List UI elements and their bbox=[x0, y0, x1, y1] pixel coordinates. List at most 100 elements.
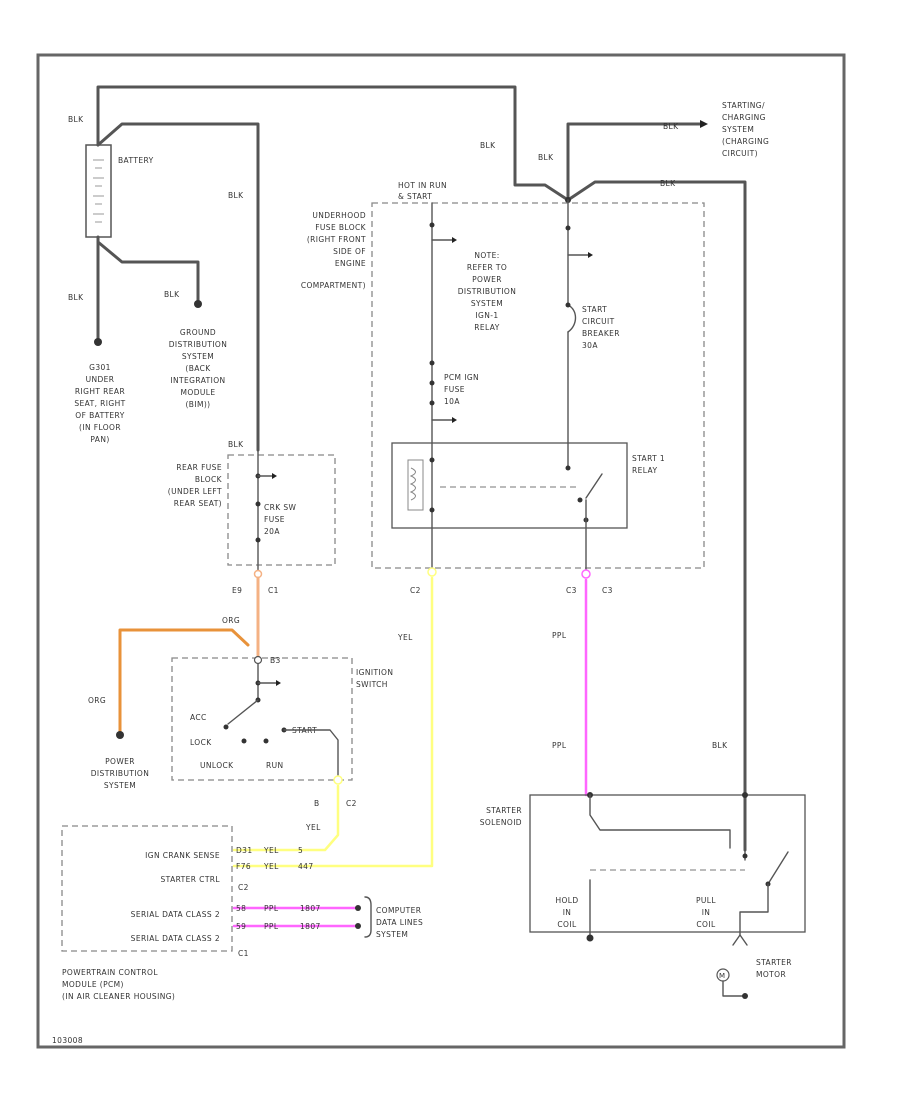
svg-text:DISTRIBUTION: DISTRIBUTION bbox=[169, 340, 228, 349]
svg-text:RIGHT REAR: RIGHT REAR bbox=[75, 387, 125, 396]
ignition-lock-label: LOCK bbox=[190, 738, 212, 747]
svg-text:MODULE: MODULE bbox=[181, 388, 216, 397]
starting-charging-text: STARTING/ CHARGING SYSTEM (CHARGING CIRC… bbox=[722, 101, 769, 158]
starter-motor-lead bbox=[732, 934, 748, 946]
solenoid-feed-wire bbox=[566, 180, 747, 852]
ignition-unlock-label: UNLOCK bbox=[200, 761, 234, 770]
svg-text:PPL: PPL bbox=[264, 922, 279, 931]
svg-text:FUSE: FUSE bbox=[264, 515, 285, 524]
ignition-acc-label: ACC bbox=[190, 713, 207, 722]
svg-text:SYSTEM: SYSTEM bbox=[104, 781, 136, 790]
svg-text:(BIM)): (BIM)) bbox=[185, 400, 210, 409]
connector-c2-label: C2 bbox=[410, 586, 421, 595]
svg-text:IGN-1: IGN-1 bbox=[475, 311, 498, 320]
starter-solenoid-box bbox=[529, 794, 806, 933]
org-wire-branch bbox=[118, 628, 250, 735]
svg-text:HOLD: HOLD bbox=[555, 896, 578, 905]
svg-text:REAR SEAT): REAR SEAT) bbox=[174, 499, 222, 508]
connector-e9-label: E9 bbox=[232, 586, 242, 595]
svg-text:START: START bbox=[582, 305, 607, 314]
battery-cells-icon bbox=[93, 159, 104, 223]
svg-text:59: 59 bbox=[236, 922, 246, 931]
underhood-fuse-block bbox=[371, 202, 705, 569]
ground-branch-label: BLK bbox=[164, 290, 180, 299]
svg-text:IN: IN bbox=[702, 908, 711, 917]
junction-dot bbox=[241, 738, 247, 744]
pcm-connector-c1-label: C1 bbox=[238, 949, 249, 958]
svg-text:DISTRIBUTION: DISTRIBUTION bbox=[458, 287, 517, 296]
svg-text:UNDERHOOD: UNDERHOOD bbox=[312, 211, 366, 220]
blk-right-label: BLK bbox=[663, 122, 679, 131]
svg-text:STARTING/: STARTING/ bbox=[722, 101, 765, 110]
svg-text:IN: IN bbox=[563, 908, 572, 917]
svg-text:SERIAL DATA CLASS 2: SERIAL DATA CLASS 2 bbox=[131, 934, 220, 943]
svg-text:PPL: PPL bbox=[264, 904, 279, 913]
frame-code: 103008 bbox=[52, 1036, 83, 1045]
starter-motor-text: STARTER MOTOR bbox=[756, 958, 792, 979]
start-relay-text: START 1 RELAY bbox=[632, 454, 665, 475]
connector-c3b-label: C3 bbox=[602, 586, 613, 595]
junction-dot bbox=[565, 225, 571, 231]
svg-text:SOLENOID: SOLENOID bbox=[480, 818, 522, 827]
circuit-breaker-icon bbox=[567, 304, 577, 333]
svg-text:IGN CRANK SENSE: IGN CRANK SENSE bbox=[145, 851, 220, 860]
battery: BATTERY bbox=[85, 144, 153, 238]
junction-dot bbox=[429, 507, 435, 513]
svg-text:COMPARTMENT): COMPARTMENT) bbox=[301, 281, 366, 290]
blk-solenoid-feed-label: BLK bbox=[712, 741, 728, 750]
yel-lower-label: YEL bbox=[305, 823, 321, 832]
svg-text:CIRCUIT: CIRCUIT bbox=[582, 317, 615, 326]
svg-text:INTEGRATION: INTEGRATION bbox=[170, 376, 225, 385]
connector-c3-pin bbox=[581, 569, 591, 579]
svg-text:PAN): PAN) bbox=[90, 435, 109, 444]
svg-text:STARTER: STARTER bbox=[486, 806, 522, 815]
connector-c1-pin bbox=[253, 569, 263, 579]
ppl-upper-label: PPL bbox=[552, 631, 567, 640]
relay-coil-icon bbox=[407, 459, 424, 511]
hold-in-ground-icon bbox=[586, 934, 594, 942]
hold-in-feed-line bbox=[589, 794, 731, 849]
starter-motor-symbol: M bbox=[719, 972, 725, 980]
ignition-wiper-icon bbox=[227, 699, 259, 725]
starter-motor-ground-line bbox=[722, 980, 746, 997]
svg-text:& START: & START bbox=[398, 192, 432, 201]
svg-text:RELAY: RELAY bbox=[474, 323, 499, 332]
connector-c1-label: C1 bbox=[268, 586, 279, 595]
svg-text:D31: D31 bbox=[236, 846, 253, 855]
blk-mid-label: BLK bbox=[538, 153, 554, 162]
battery-wire-bottom-label: BLK bbox=[68, 293, 84, 302]
svg-text:20A: 20A bbox=[264, 527, 280, 536]
starter-motor-ground-icon bbox=[742, 993, 748, 999]
power-distribution-ground-icon bbox=[116, 731, 124, 739]
svg-text:YEL: YEL bbox=[263, 846, 279, 855]
ppl-lower-label: PPL bbox=[552, 741, 567, 750]
ignition-pin-b-label: B bbox=[314, 799, 320, 808]
svg-text:STARTER: STARTER bbox=[756, 958, 792, 967]
junction-dot bbox=[223, 724, 229, 730]
junction-dot bbox=[429, 360, 435, 366]
diagram-frame bbox=[36, 53, 846, 1049]
battery-feed-wire bbox=[96, 122, 260, 452]
junction-dot bbox=[565, 465, 571, 471]
yel-wire-starter-ctrl bbox=[232, 576, 434, 868]
junction-dot bbox=[742, 853, 748, 859]
ignition-pin-b bbox=[333, 775, 343, 785]
power-distribution-text: POWER DISTRIBUTION SYSTEM bbox=[91, 757, 149, 790]
ignition-pin-b3-label: B3 bbox=[270, 656, 281, 665]
pcm-box bbox=[61, 825, 233, 952]
svg-text:GROUND: GROUND bbox=[180, 328, 216, 337]
battery-main-wire bbox=[96, 85, 570, 202]
svg-text:5: 5 bbox=[298, 846, 303, 855]
svg-text:CHARGING: CHARGING bbox=[722, 113, 766, 122]
crk-sw-fuse-text: CRK SW FUSE 20A bbox=[264, 503, 296, 536]
svg-text:SEAT, RIGHT: SEAT, RIGHT bbox=[74, 399, 125, 408]
org-left-label: ORG bbox=[88, 696, 106, 705]
svg-text:30A: 30A bbox=[582, 341, 598, 350]
svg-text:1807: 1807 bbox=[300, 922, 321, 931]
svg-text:SWITCH: SWITCH bbox=[356, 680, 388, 689]
svg-text:START 1: START 1 bbox=[632, 454, 665, 463]
connector-c3a-label: C3 bbox=[566, 586, 577, 595]
ground-distribution-text: GROUND DISTRIBUTION SYSTEM (BACK INTEGRA… bbox=[169, 328, 228, 409]
ignition-pin-b3 bbox=[253, 655, 263, 665]
svg-text:58: 58 bbox=[236, 904, 246, 913]
